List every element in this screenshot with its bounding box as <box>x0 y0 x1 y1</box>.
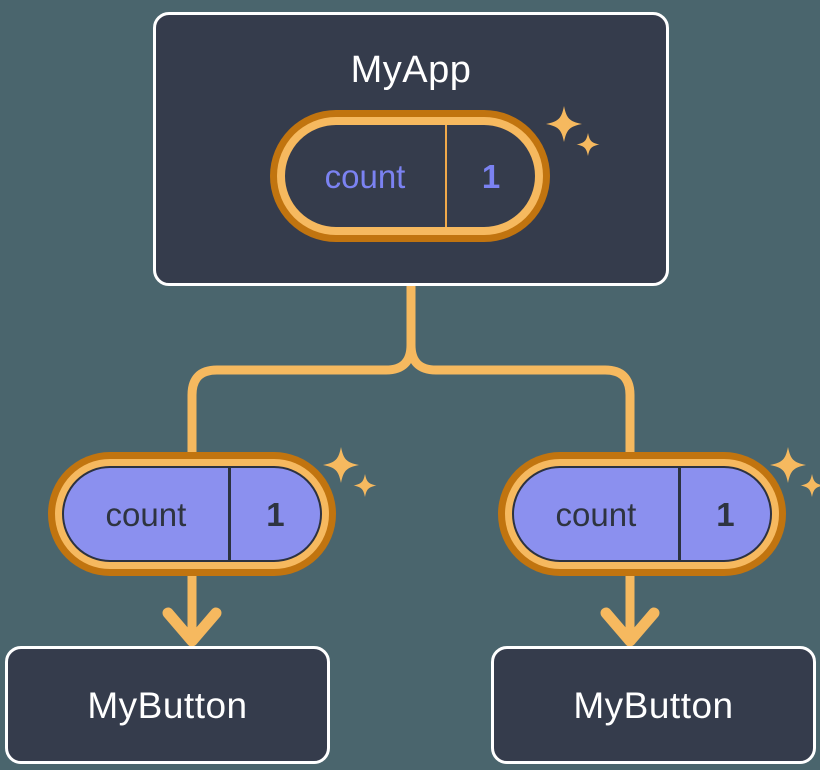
component-myapp-label: MyApp <box>350 49 472 91</box>
state-pill-body: count 1 <box>284 124 536 228</box>
prop-pill-left-body: count 1 <box>62 466 322 562</box>
wire-branch-right <box>406 340 635 457</box>
wire-branch-left <box>187 340 416 457</box>
prop-pill-left-key: count <box>105 495 187 533</box>
component-mybutton-left-label: MyButton <box>87 684 248 726</box>
component-mybutton-left[interactable]: MyButton <box>5 646 330 764</box>
arrow-head-left <box>162 607 222 647</box>
prop-pill-right-body: count 1 <box>512 466 772 562</box>
prop-pill-right-value: 1 <box>677 468 770 560</box>
state-pill-count[interactable]: count 1 <box>270 110 550 242</box>
prop-pill-right-ring: count 1 <box>505 459 779 569</box>
prop-pill-right[interactable]: count 1 <box>498 452 786 576</box>
component-mybutton-right[interactable]: MyButton <box>491 646 816 764</box>
arrow-head-right <box>600 607 660 647</box>
prop-pill-left-value: 1 <box>227 468 320 560</box>
prop-pill-left[interactable]: count 1 <box>48 452 336 576</box>
prop-pill-left-ring: count 1 <box>55 459 329 569</box>
component-mybutton-right-label: MyButton <box>573 684 734 726</box>
state-pill-ring: count 1 <box>277 117 543 235</box>
prop-pill-right-key: count <box>555 495 637 533</box>
state-pill-value: 1 <box>445 125 535 227</box>
state-pill-key: count <box>324 157 406 195</box>
